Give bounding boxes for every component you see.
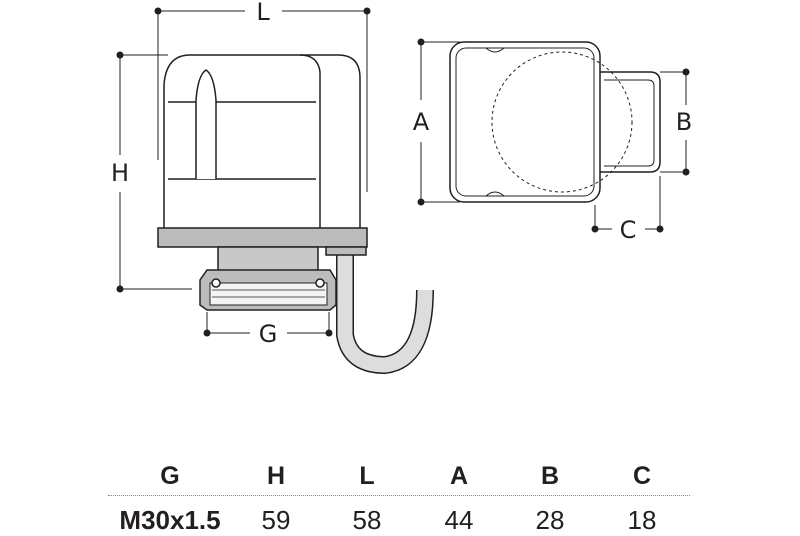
table-header: L: [359, 462, 375, 490]
top-body: [449, 41, 601, 203]
table-header: H: [266, 462, 286, 490]
table-divider: [108, 495, 690, 496]
dim-label-g: G: [259, 320, 278, 348]
table-cell: 59: [261, 505, 291, 535]
table-cell: 58: [352, 505, 382, 535]
table-header: C: [632, 462, 652, 490]
top-view: [449, 41, 661, 203]
dim-label-l: L: [256, 0, 270, 26]
table-header: B: [540, 462, 560, 490]
dim-label-c: C: [620, 216, 637, 244]
table-header: A: [449, 462, 469, 490]
dim-label-h: H: [111, 159, 129, 187]
dimension-lines: [116, 7, 690, 337]
table-cell: 18: [627, 505, 657, 535]
dim-label-a: A: [413, 108, 430, 136]
flange: [157, 227, 368, 248]
dashed-circle: [491, 51, 633, 193]
table-cell: 28: [535, 505, 565, 535]
table-cell: M30x1.5: [119, 505, 221, 535]
dim-label-b: B: [676, 108, 692, 136]
table-cell: 44: [444, 505, 474, 535]
side-view: [157, 54, 434, 375]
actuator-body: [163, 54, 361, 228]
table-header: G: [160, 462, 180, 490]
